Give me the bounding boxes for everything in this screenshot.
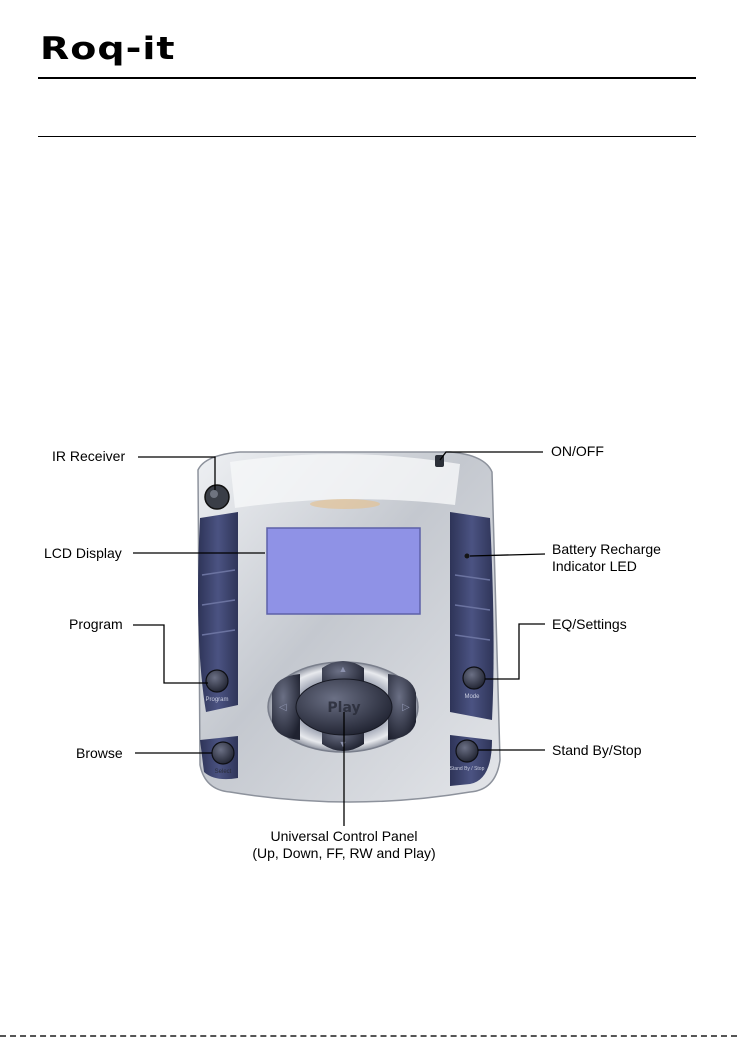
- callout-control-panel-line1: Universal Control Panel: [224, 828, 464, 845]
- down-arrow-icon: ▼: [339, 739, 348, 749]
- browse-engraving: Select: [215, 769, 232, 775]
- eq-engraving: Mode: [464, 694, 480, 700]
- battery-led: [465, 554, 470, 559]
- standby-stop-button: [456, 740, 478, 762]
- ir-receiver-window: [205, 485, 229, 509]
- callout-battery-led-line1: Battery Recharge: [552, 541, 661, 558]
- callout-battery-led-line2: Indicator LED: [552, 558, 637, 575]
- callout-browse: Browse: [76, 745, 123, 762]
- callout-program: Program: [69, 616, 123, 633]
- standby-engraving: Stand By / Stop: [450, 766, 485, 772]
- callout-eq-settings: EQ/Settings: [552, 616, 627, 633]
- eq-settings-button: [463, 667, 485, 689]
- callout-on-off: ON/OFF: [551, 443, 604, 460]
- callout-lcd-display: LCD Display: [44, 545, 122, 562]
- browse-button: [212, 742, 234, 764]
- forward-arrow-icon: ▷: [402, 702, 410, 713]
- program-button: [206, 670, 228, 692]
- callout-control-panel-line2: (Up, Down, FF, RW and Play): [224, 845, 464, 862]
- lcd-screen: [267, 528, 420, 614]
- callout-ir-receiver: IR Receiver: [52, 448, 125, 465]
- callout-standby-stop: Stand By/Stop: [552, 742, 642, 759]
- program-engraving: Program: [205, 697, 228, 703]
- page-bottom-border: [0, 1035, 737, 1037]
- rewind-arrow-icon: ◁: [279, 702, 287, 713]
- up-arrow-icon: ▲: [339, 664, 348, 674]
